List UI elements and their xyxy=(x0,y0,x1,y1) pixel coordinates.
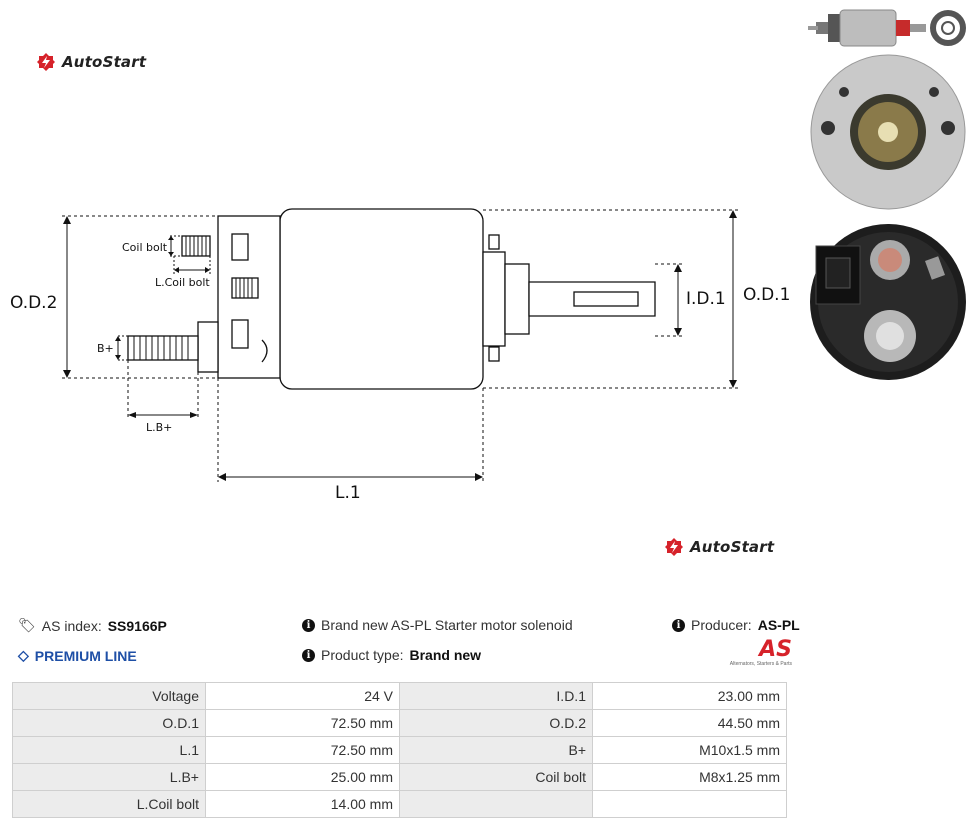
spec-label: Voltage xyxy=(12,682,206,710)
producer-logo: AS Alternators, Starters & Parts xyxy=(716,637,792,668)
as-index-value: SS9166P xyxy=(107,617,167,634)
producer-logo-text: AS xyxy=(759,637,792,662)
info-icon: i xyxy=(302,648,315,662)
product-description: i Brand new AS-PL Starter motor solenoid xyxy=(302,617,573,633)
product-photo-side xyxy=(808,9,966,47)
spec-label: L.B+ xyxy=(12,763,206,791)
solenoid-technical-drawing: O.D.2 O.D.1 I.D.1 L.1 Coil bolt L.Coil b… xyxy=(10,208,790,503)
brand-name: AutoStart xyxy=(62,53,147,71)
spec-label: L.Coil bolt xyxy=(12,790,206,818)
spec-value: M10x1.5 mm xyxy=(592,736,787,764)
autostart-logo-bottom: AutoStart xyxy=(664,537,774,557)
spec-value: 23.00 mm xyxy=(592,682,787,710)
spec-value: 24 V xyxy=(205,682,400,710)
diamond-icon: ◇ xyxy=(18,647,29,663)
product-photo-rear xyxy=(810,224,966,380)
autostart-logo-icon xyxy=(665,538,683,556)
producer-value: AS-PL xyxy=(757,617,800,633)
premium-line-label: PREMIUM LINE xyxy=(34,647,137,664)
spec-value xyxy=(592,790,787,818)
autostart-logo-top: AutoStart xyxy=(36,52,146,72)
label-id1: I.D.1 xyxy=(686,289,726,309)
label-coil-bolt: Coil bolt xyxy=(122,241,168,254)
spec-label: O.D.1 xyxy=(12,709,206,737)
product-photo-front xyxy=(810,54,966,210)
spec-value: M8x1.25 mm xyxy=(592,763,787,791)
spec-label: L.1 xyxy=(12,736,206,764)
spec-label: B+ xyxy=(399,736,593,764)
brand-name: AutoStart xyxy=(690,538,775,556)
as-index: 🏷︎ AS index: SS9166P xyxy=(18,617,167,634)
producer-tagline: Alternators, Starters & Parts xyxy=(729,661,792,667)
spec-value: 72.50 mm xyxy=(205,709,400,737)
label-l-coil-bolt: L.Coil bolt xyxy=(155,276,210,289)
spec-label: Coil bolt xyxy=(399,763,593,791)
spec-label xyxy=(399,790,593,818)
autostart-logo-icon xyxy=(37,53,55,71)
spec-value: 14.00 mm xyxy=(205,790,400,818)
product-type-label: Product type: xyxy=(321,647,404,663)
producer: i Producer: AS-PL xyxy=(672,617,800,633)
spec-value: 72.50 mm xyxy=(205,736,400,764)
product-type-value: Brand new xyxy=(409,647,482,663)
label-od1: O.D.1 xyxy=(743,285,790,305)
info-icon: i xyxy=(672,618,685,632)
spec-label: O.D.2 xyxy=(399,709,593,737)
product-type: i Product type: Brand new xyxy=(302,647,481,663)
label-od2: O.D.2 xyxy=(10,293,57,313)
spec-value: 25.00 mm xyxy=(205,763,400,791)
label-lbplus: L.B+ xyxy=(146,421,172,434)
info-icon: i xyxy=(302,618,315,632)
producer-label: Producer: xyxy=(691,617,752,633)
tags-icon: 🏷︎ xyxy=(18,617,36,633)
label-l1: L.1 xyxy=(335,483,361,503)
premium-line-badge: ◇ PREMIUM LINE xyxy=(18,647,137,664)
label-bplus: B+ xyxy=(97,342,114,355)
as-index-label: AS index: xyxy=(41,617,102,634)
spec-label: I.D.1 xyxy=(399,682,593,710)
spec-value: 44.50 mm xyxy=(592,709,787,737)
description-text: Brand new AS-PL Starter motor solenoid xyxy=(321,617,573,633)
